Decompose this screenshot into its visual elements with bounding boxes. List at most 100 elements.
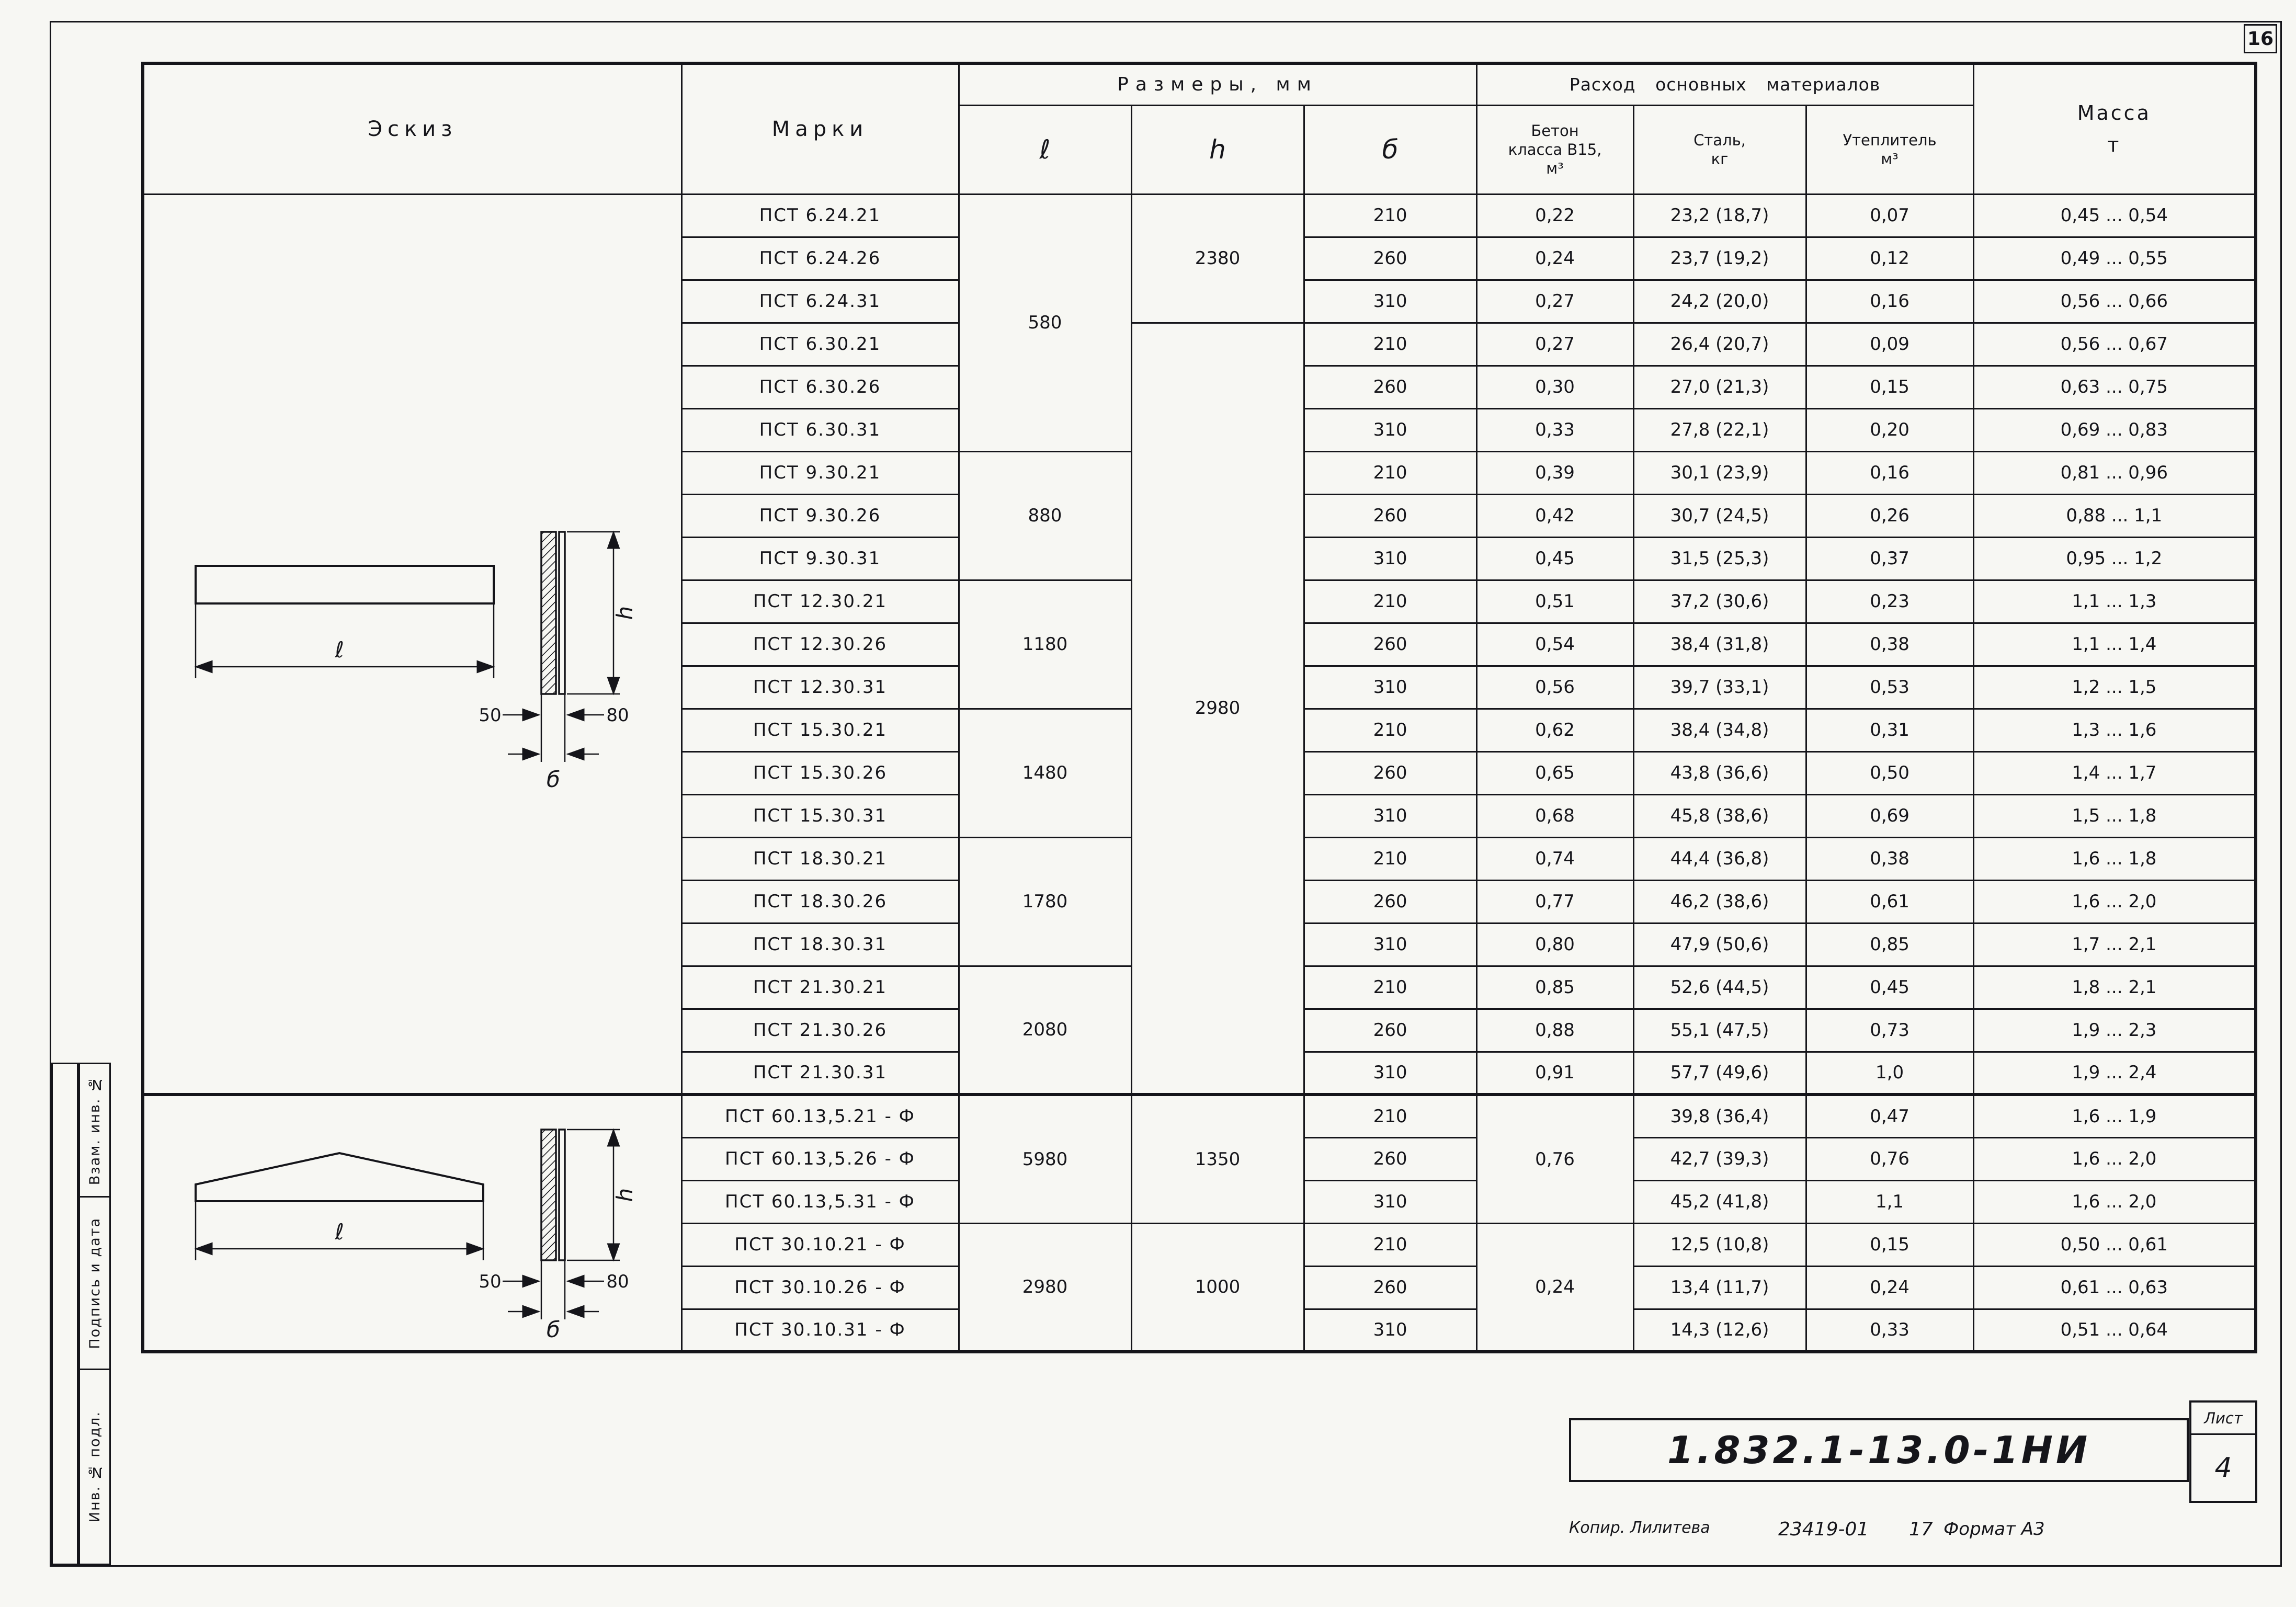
cell-concrete: 0,65 xyxy=(1475,750,1634,795)
cell-mass: 0,81 ... 0,96 xyxy=(1972,450,2257,495)
cell-b: 210 xyxy=(1303,836,1477,881)
cell-mass: 1,2 ... 1,5 xyxy=(1972,665,2257,710)
sheet-number-box: Лист 4 xyxy=(2189,1400,2257,1503)
cell-l: 880 xyxy=(958,450,1132,581)
sheet-frame xyxy=(50,21,2282,1567)
cell-mark: ПСТ 30.10.26 - Ф xyxy=(680,1265,960,1310)
document-number-box: 1.832.1-13.0-1НИ xyxy=(1569,1418,2189,1482)
header-dim-l: ℓ xyxy=(958,104,1132,195)
cell-mark: ПСТ 15.30.26 xyxy=(680,750,960,795)
cell-l: 580 xyxy=(958,193,1132,452)
cell-concrete: 0,68 xyxy=(1475,793,1634,838)
cell-mark: ПСТ 6.24.31 xyxy=(680,279,960,324)
header-dim-b: б xyxy=(1303,104,1477,195)
cell-mark: ПСТ 6.24.21 xyxy=(680,193,960,238)
header-insulation: Утеплитель м³ xyxy=(1805,104,1974,195)
cell-ins: 0,26 xyxy=(1805,493,1974,538)
cell-b: 210 xyxy=(1303,193,1477,238)
gable-panel-sketch-cell: ℓ h 50 80 б xyxy=(142,1093,683,1353)
flat-panel-sketch-cell: ℓ h 50 80 б xyxy=(142,193,683,1096)
cell-concrete: 0,24 xyxy=(1475,1222,1634,1353)
left-margin-empty-column xyxy=(51,1063,78,1565)
cell-concrete: 0,91 xyxy=(1475,1051,1634,1096)
cell-mark: ПСТ 12.30.21 xyxy=(680,579,960,624)
cell-steel: 46,2 (38,6) xyxy=(1632,879,1807,924)
cell-ins: 0,38 xyxy=(1805,622,1974,667)
cell-mass: 1,6 ... 2,0 xyxy=(1972,1179,2257,1224)
sketch-length-label: ℓ xyxy=(334,637,344,663)
cell-mass: 0,45 ... 0,54 xyxy=(1972,193,2257,238)
cell-mass: 1,6 ... 1,8 xyxy=(1972,836,2257,881)
sketch-height-label: h xyxy=(612,606,638,620)
cell-steel: 43,8 (36,6) xyxy=(1632,750,1807,795)
margin-label-podpis-data: Подпись и дата xyxy=(86,1217,103,1349)
document-number: 1.832.1-13.0-1НИ xyxy=(1667,1428,2091,1472)
cell-concrete: 0,51 xyxy=(1475,579,1634,624)
cell-ins: 0,38 xyxy=(1805,836,1974,881)
cell-h: 1000 xyxy=(1130,1222,1305,1353)
cell-l: 1180 xyxy=(958,579,1132,710)
cell-mark: ПСТ 9.30.21 xyxy=(680,450,960,495)
header-mark: Марки xyxy=(680,62,960,195)
cell-b: 210 xyxy=(1303,708,1477,753)
cell-concrete: 0,42 xyxy=(1475,493,1634,538)
cell-steel: 39,7 (33,1) xyxy=(1632,665,1807,710)
cell-steel: 14,3 (12,6) xyxy=(1632,1308,1807,1353)
cell-ins: 0,33 xyxy=(1805,1308,1974,1353)
cell-mass: 0,50 ... 0,61 xyxy=(1972,1222,2257,1267)
cell-mass: 1,4 ... 1,7 xyxy=(1972,750,2257,795)
cell-b: 260 xyxy=(1303,1136,1477,1181)
cell-ins: 0,76 xyxy=(1805,1136,1974,1181)
cell-concrete: 0,76 xyxy=(1475,1093,1634,1224)
order-code-note: 23419-01 xyxy=(1778,1519,1869,1540)
header-sketch: Эскиз xyxy=(142,62,683,195)
cell-mass: 0,69 ... 0,83 xyxy=(1972,407,2257,452)
header-dimensions-group: Размеры, мм xyxy=(958,62,1477,106)
cell-h: 2980 xyxy=(1130,322,1305,1096)
cell-b: 210 xyxy=(1303,1093,1477,1138)
margin-cell-inv-podl: Инв. № подл. xyxy=(80,1370,109,1564)
cell-b: 260 xyxy=(1303,1265,1477,1310)
cell-ins: 0,31 xyxy=(1805,708,1974,753)
cell-ins: 0,61 xyxy=(1805,879,1974,924)
cell-steel: 57,7 (49,6) xyxy=(1632,1051,1807,1096)
cell-ins: 0,15 xyxy=(1805,364,1974,409)
cell-concrete: 0,39 xyxy=(1475,450,1634,495)
cross-section xyxy=(540,1128,566,1261)
cell-mark: ПСТ 9.30.31 xyxy=(680,536,960,581)
page-number: 16 xyxy=(2247,28,2274,50)
cell-b: 210 xyxy=(1303,965,1477,1010)
cell-b: 260 xyxy=(1303,1008,1477,1053)
cell-b: 210 xyxy=(1303,1222,1477,1267)
cell-mass: 1,6 ... 1,9 xyxy=(1972,1093,2257,1138)
sketch-80-label: 80 xyxy=(606,705,629,726)
cell-mass: 0,88 ... 1,1 xyxy=(1972,493,2257,538)
cell-concrete: 0,62 xyxy=(1475,708,1634,753)
cell-steel: 38,4 (31,8) xyxy=(1632,622,1807,667)
cell-mark: ПСТ 21.30.21 xyxy=(680,965,960,1010)
cell-concrete: 0,77 xyxy=(1475,879,1634,924)
sketch-thickness-label: б xyxy=(547,767,560,792)
cell-steel: 27,8 (22,1) xyxy=(1632,407,1807,452)
spec-table: Эскиз Марки Размеры, мм Расход основных … xyxy=(141,62,2258,1353)
cell-mark: ПСТ 12.30.26 xyxy=(680,622,960,667)
cell-b: 310 xyxy=(1303,665,1477,710)
cell-l: 5980 xyxy=(958,1093,1132,1224)
panel-elevation xyxy=(194,1152,484,1202)
cell-b: 310 xyxy=(1303,1051,1477,1096)
cell-l: 1780 xyxy=(958,836,1132,967)
cell-ins: 0,12 xyxy=(1805,236,1974,281)
cell-steel: 45,2 (41,8) xyxy=(1632,1179,1807,1224)
